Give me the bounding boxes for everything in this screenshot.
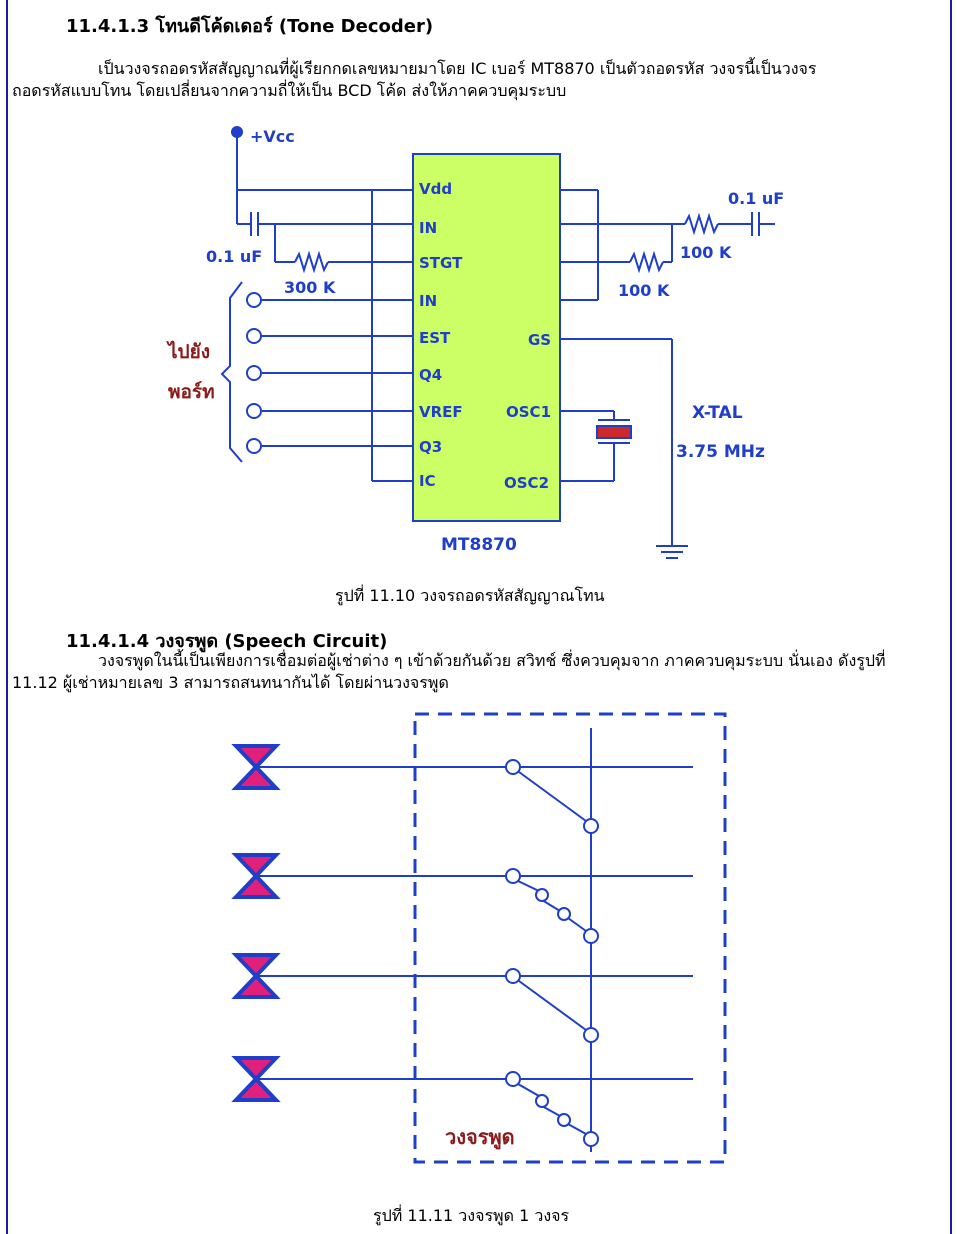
ic-pin-label: IC — [419, 472, 436, 490]
switch-contact — [557, 1113, 571, 1127]
telephone-icon — [231, 853, 281, 899]
port-label-line2: พอร์ท — [168, 381, 215, 403]
ic-pin-label: IN — [419, 219, 437, 237]
switch-contact — [535, 888, 549, 902]
ic-pin-label: OSC2 — [504, 474, 549, 492]
ic-pin-label: OSC1 — [506, 403, 551, 421]
telephone-icon — [231, 744, 281, 790]
switch-contact — [583, 1131, 599, 1147]
paragraph-speech-line2: 11.12 ผู้เช่าหมายเลข 3 สามารถสนทนากันได้… — [12, 673, 449, 692]
paragraph-tone-decoder-line1: เป็นวงจรถอดรหัสสัญญาณที่ผู้เรียกกดเลขหมา… — [98, 59, 817, 78]
ic-pin-label: VREF — [419, 403, 463, 421]
ic-pin-label: GS — [528, 331, 551, 349]
switch-contact — [505, 968, 521, 984]
res-left-label: 300 K — [284, 278, 336, 297]
switch-contact — [583, 1027, 599, 1043]
paragraph-speech-line1: วงจรพูดในนี้เป็นเพียงการเชื่อมต่อผู้เช่า… — [98, 651, 886, 670]
figure-caption-11-11: รูปที่ 11.11 วงจรพูด 1 วงจร — [373, 1206, 570, 1225]
port-terminal — [246, 365, 262, 381]
ic-pin-label: STGT — [419, 254, 463, 272]
tone-decoder-circuit-diagram: +Vcc 0.1 uF 300 K 0.1 uF 100 K 100 K X-T… — [166, 126, 784, 559]
switch-contact — [505, 1071, 521, 1087]
mt8870-chip — [412, 153, 561, 522]
crystal-body — [596, 425, 632, 439]
port-label-line1: ไปยัง — [166, 340, 210, 363]
figure-caption-11-10: รูปที่ 11.10 วงจรถอดรหัสสัญญาณโทน — [335, 586, 605, 605]
switch-contact — [557, 907, 571, 921]
xtal-frequency: 3.75 MHz — [676, 442, 765, 462]
res-right2-label: 100 K — [618, 281, 670, 300]
switch-contact — [505, 868, 521, 884]
section-heading-tone-decoder: 11.4.1.3 โทนดีโค้ดเดอร์ (Tone Decoder) — [66, 16, 434, 37]
xtal-label: X-TAL — [692, 403, 743, 423]
port-terminal — [246, 292, 262, 308]
ic-pin-label: IN — [419, 292, 437, 310]
ic-pin-label: Q3 — [419, 438, 442, 456]
section-heading-speech-circuit: 11.4.1.4 วงจรพูด (Speech Circuit) — [66, 631, 388, 652]
cap-right-label: 0.1 uF — [728, 189, 784, 208]
ic-pin-label: Vdd — [419, 180, 452, 198]
cap-left-label: 0.1 uF — [206, 247, 262, 266]
port-terminal — [246, 438, 262, 454]
telephone-icon — [231, 1056, 281, 1102]
vcc-terminal — [231, 126, 243, 138]
port-terminal — [246, 403, 262, 419]
ic-pin-label: EST — [419, 329, 451, 347]
subscriber-symbols — [231, 744, 281, 1102]
res-right1-label: 100 K — [680, 243, 732, 262]
speech-circuit-diagram: วงจรพูด — [231, 712, 727, 1164]
switch-contact — [505, 759, 521, 775]
telephone-icon — [231, 953, 281, 999]
port-terminal — [246, 328, 262, 344]
paragraph-tone-decoder-line2: ถอดรหัสแบบโทน โดยเปลี่ยนจากความถี่ให้เป็… — [12, 81, 567, 100]
switch-contact — [583, 818, 599, 834]
page-frame — [6, 0, 952, 1234]
ic-pin-label: Q4 — [419, 366, 442, 384]
speech-circuit-box — [413, 712, 727, 1164]
switch-contact — [583, 928, 599, 944]
vcc-label: +Vcc — [250, 127, 295, 146]
switch-contact — [535, 1094, 549, 1108]
speech-circuit-label: วงจรพูด — [445, 1125, 515, 1151]
ic-name: MT8870 — [441, 535, 517, 555]
